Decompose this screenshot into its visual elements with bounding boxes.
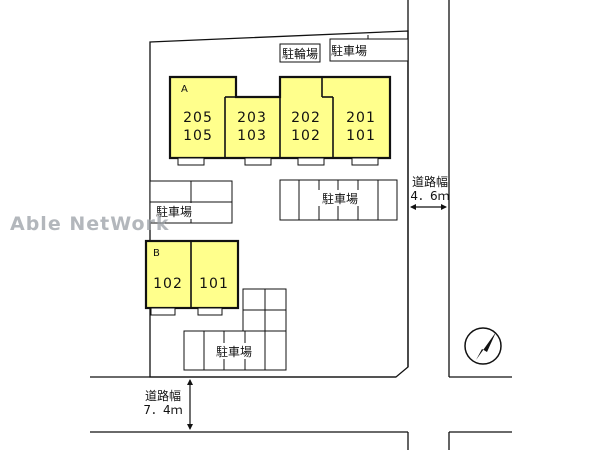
unit-b-102: 102	[153, 276, 183, 292]
watermark: Able NetWork	[10, 213, 170, 235]
unit-203: 203	[237, 110, 267, 126]
unit-102: 102	[291, 128, 321, 144]
parking-north: 駐車場	[329, 35, 409, 62]
unit-105: 105	[183, 128, 213, 144]
unit-b-101: 101	[199, 276, 229, 292]
south-road-width-value: 7．4ｍ	[143, 403, 182, 417]
parking-north-label: 駐車場	[331, 43, 367, 58]
parking-south-label: 駐車場	[216, 344, 252, 359]
building-a-letter: A	[181, 84, 188, 95]
unit-202: 202	[291, 110, 321, 126]
bicycle-parking: 駐輪場	[279, 43, 321, 63]
east-road-width-annotation: 道路幅 4．6ｍ	[410, 174, 450, 210]
east-road-width-value: 4．6ｍ	[410, 189, 449, 203]
site-boundary	[149, 30, 409, 378]
building-b-letter: B	[153, 248, 160, 259]
east-road-width-label: 道路幅	[412, 174, 448, 189]
building-a: A 205 105 203 103 202 102 201 101	[168, 75, 392, 166]
unit-201: 201	[346, 110, 376, 126]
parking-west-label: 駐車場	[156, 204, 192, 219]
building-b: B 102 101	[144, 239, 240, 316]
parking-east-label: 駐車場	[322, 191, 358, 206]
bicycle-parking-label: 駐輪場	[282, 46, 318, 61]
south-road-width-annotation: 道路幅 7．4ｍ	[143, 379, 193, 430]
south-road-width-label: 道路幅	[145, 388, 181, 403]
north-arrow-icon	[464, 327, 502, 365]
unit-103: 103	[237, 128, 267, 144]
unit-205: 205	[183, 110, 213, 126]
unit-101: 101	[346, 128, 376, 144]
